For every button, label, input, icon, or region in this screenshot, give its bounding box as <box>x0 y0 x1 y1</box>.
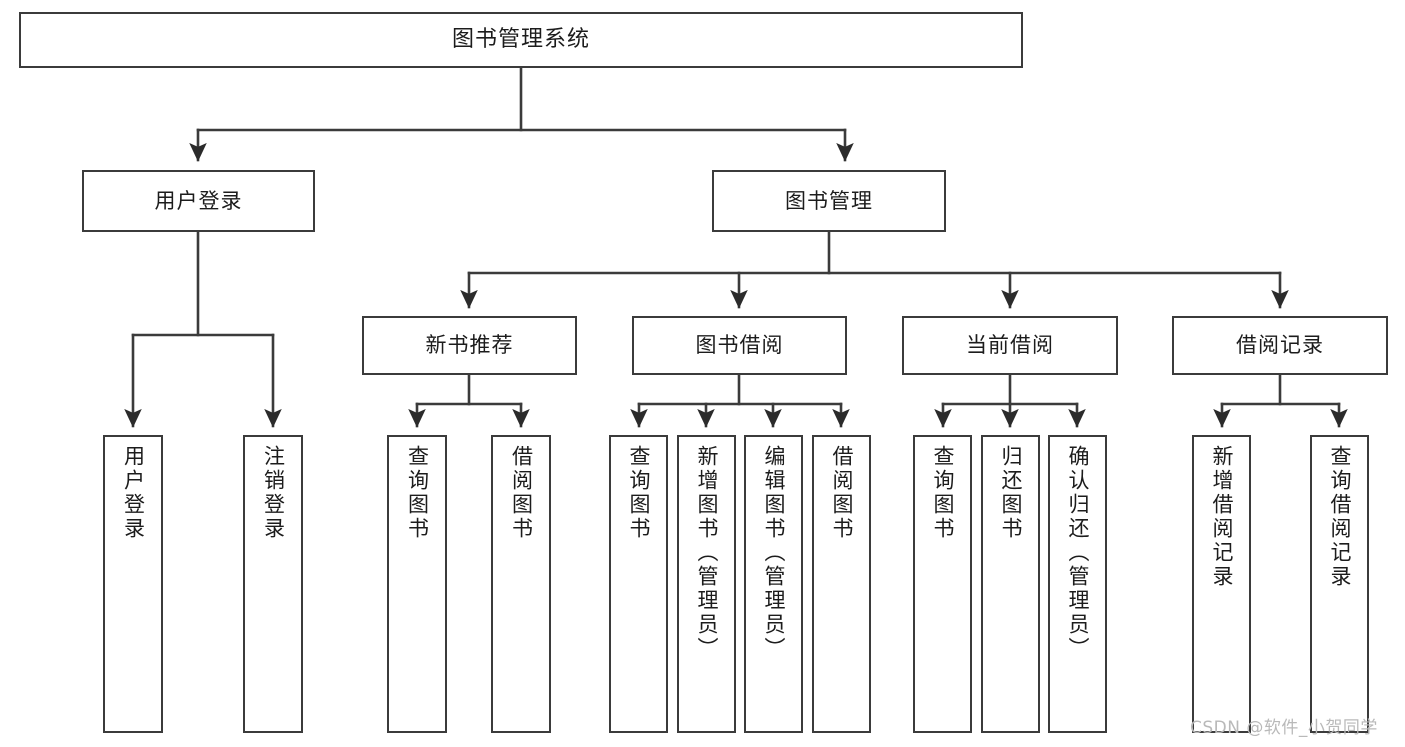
node-borrow-record[interactable]: 借阅记录 <box>1172 316 1388 375</box>
node-leaf-logout-label: 注销登录 <box>261 445 286 541</box>
node-leaf-confirm-return-label: 确认归还（管理员） <box>1066 445 1090 661</box>
node-leaf-borrow-book-1-label: 借阅图书 <box>509 445 534 541</box>
node-leaf-edit-book-label: 编辑图书（管理员） <box>762 445 786 661</box>
node-leaf-query-book-1[interactable]: 查询图书 <box>387 435 447 733</box>
node-leaf-query-book-1-label: 查询图书 <box>405 445 430 541</box>
node-user-login-label: 用户登录 <box>154 188 243 213</box>
node-current-borrow-label: 当前借阅 <box>966 333 1054 358</box>
node-leaf-query-book-2-label: 查询图书 <box>627 445 651 541</box>
node-leaf-borrow-book-1[interactable]: 借阅图书 <box>491 435 551 733</box>
node-leaf-add-record[interactable]: 新增借阅记录 <box>1192 435 1251 733</box>
node-leaf-borrow-book-2[interactable]: 借阅图书 <box>812 435 871 733</box>
node-user-login[interactable]: 用户登录 <box>82 170 315 232</box>
node-new-book-rec[interactable]: 新书推荐 <box>362 316 577 375</box>
node-borrow-record-label: 借阅记录 <box>1236 333 1324 358</box>
node-leaf-query-record[interactable]: 查询借阅记录 <box>1310 435 1369 733</box>
node-leaf-add-book-label: 新增图书（管理员） <box>695 445 719 661</box>
node-leaf-query-book-3[interactable]: 查询图书 <box>913 435 972 733</box>
node-new-book-rec-label: 新书推荐 <box>425 333 514 358</box>
node-leaf-logout[interactable]: 注销登录 <box>243 435 303 733</box>
csdn-watermark: CSDN @软件_小贺同学 <box>1190 718 1378 738</box>
node-leaf-add-record-label: 新增借阅记录 <box>1210 445 1234 589</box>
node-book-borrow-label: 图书借阅 <box>695 333 784 358</box>
node-leaf-edit-book[interactable]: 编辑图书（管理员） <box>744 435 803 733</box>
node-leaf-return-book[interactable]: 归还图书 <box>981 435 1040 733</box>
node-leaf-user-login[interactable]: 用户登录 <box>103 435 163 733</box>
node-leaf-borrow-book-2-label: 借阅图书 <box>830 445 854 541</box>
node-leaf-query-book-2[interactable]: 查询图书 <box>609 435 668 733</box>
node-root-label: 图书管理系统 <box>451 27 590 53</box>
node-leaf-query-book-3-label: 查询图书 <box>931 445 955 541</box>
node-leaf-user-login-label: 用户登录 <box>121 445 146 541</box>
node-book-borrow[interactable]: 图书借阅 <box>632 316 847 375</box>
node-root[interactable]: 图书管理系统 <box>19 12 1023 68</box>
node-leaf-add-book[interactable]: 新增图书（管理员） <box>677 435 736 733</box>
node-book-manage[interactable]: 图书管理 <box>712 170 946 232</box>
node-leaf-confirm-return[interactable]: 确认归还（管理员） <box>1048 435 1107 733</box>
node-leaf-return-book-label: 归还图书 <box>999 445 1023 541</box>
node-leaf-query-record-label: 查询借阅记录 <box>1328 445 1352 589</box>
node-current-borrow[interactable]: 当前借阅 <box>902 316 1118 375</box>
node-book-manage-label: 图书管理 <box>785 188 873 213</box>
